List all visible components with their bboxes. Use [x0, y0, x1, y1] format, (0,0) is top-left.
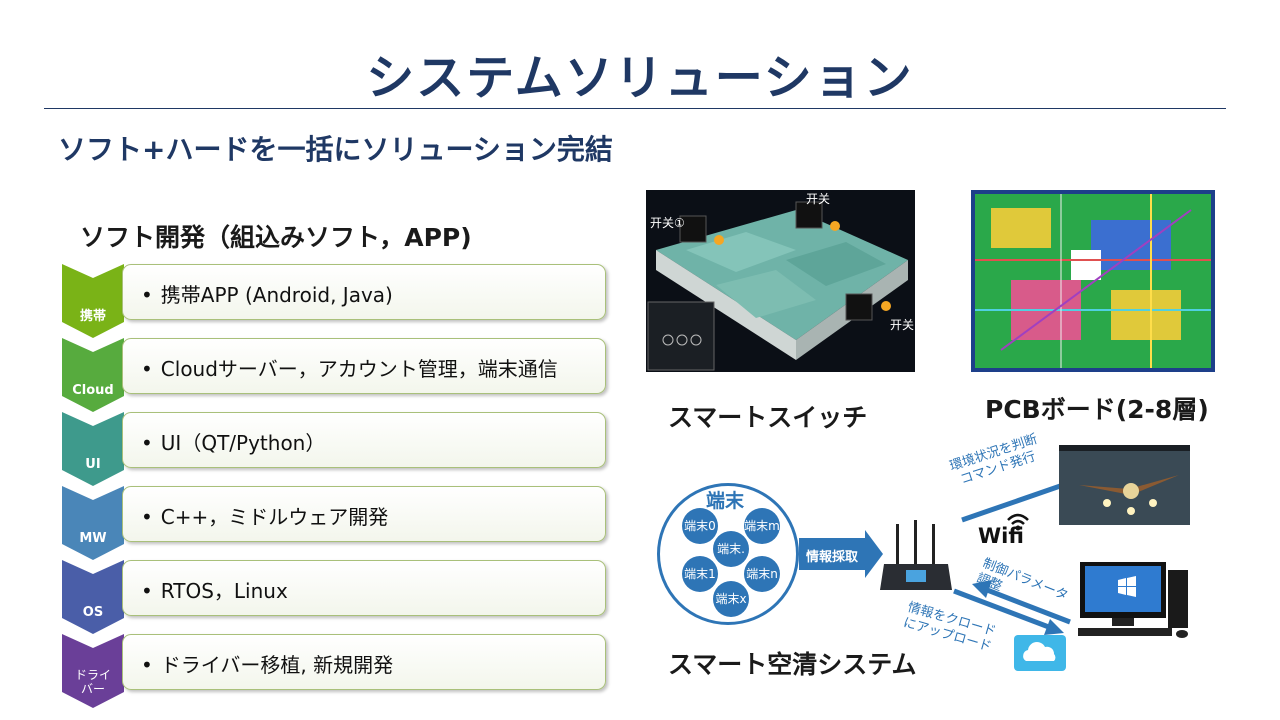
- row-tag-label: UI: [85, 457, 101, 472]
- bullet-icon: •: [141, 653, 153, 677]
- bullet-icon: •: [141, 283, 153, 307]
- smart-switch-image: 开关① 开关 开关: [646, 190, 915, 372]
- smart-switch-caption: スマートスイッチ: [668, 403, 868, 432]
- row-text: UI（QT/Python）: [160, 431, 326, 455]
- switch-label: 开关: [806, 192, 831, 206]
- bullet-icon: •: [141, 357, 153, 381]
- collect-arrow-icon: [799, 530, 883, 578]
- page-subtitle: ソフト+ハードを一括にソリューション完結: [58, 133, 613, 166]
- wifi-icon: [1007, 513, 1029, 531]
- collect-arrow-label: 情報採取: [806, 550, 859, 565]
- terminal-node: 端末m: [744, 508, 780, 544]
- terminal-title: 端末: [706, 490, 745, 512]
- bullet-icon: •: [141, 505, 153, 529]
- cloud-icon: [1014, 635, 1066, 671]
- row-text: C++，ミドルウェア開発: [160, 505, 389, 529]
- row-tag-label: MW: [79, 531, 107, 546]
- air-cleaner-caption: スマート空清システム: [668, 650, 917, 679]
- row-text: RTOS，Linux: [160, 579, 288, 603]
- switch-label: 开关①: [650, 216, 685, 230]
- row-tag-label: 携帯: [79, 309, 106, 324]
- row-box-ui: • UI（QT/Python）: [122, 412, 606, 468]
- house-floorplan-illustration: [647, 201, 908, 371]
- row-tag-mw: MW: [62, 486, 124, 560]
- pcb-board-image: [971, 190, 1215, 372]
- terminal-node: 端末1: [682, 556, 718, 592]
- bullet-icon: •: [141, 579, 153, 603]
- title-divider: [44, 108, 1226, 109]
- cloud-upload-arrow-icon: [953, 588, 1064, 635]
- bullet-icon: •: [141, 431, 153, 455]
- wifi-link-line: [961, 481, 1067, 523]
- terminal-node: 端末x: [713, 581, 749, 617]
- terminal-node: 端末.: [713, 531, 749, 567]
- row-box-mw: • C++，ミドルウェア開発: [122, 486, 606, 542]
- terminal-node: 端末0: [682, 508, 718, 544]
- row-tag-cloud: Cloud: [62, 338, 124, 412]
- row-text: ドライバー移植, 新規開発: [160, 653, 394, 677]
- terminal-circle: [657, 483, 799, 625]
- row-text: Cloudサーバー，アカウント管理，端末通信: [160, 357, 558, 381]
- row-box-driver: • ドライバー移植, 新規開発: [122, 634, 606, 690]
- row-box-cloud: • Cloudサーバー，アカウント管理，端末通信: [122, 338, 606, 394]
- router-icon: [880, 520, 952, 590]
- param-arrow-icon: [972, 580, 1071, 625]
- pcb-caption: PCBボード(2-8層): [985, 395, 1209, 424]
- ceiling-fan-image: [1059, 445, 1190, 525]
- row-tag-label: Cloud: [72, 383, 114, 398]
- software-heading: ソフト開発（組込みソフト，APP): [80, 223, 472, 252]
- wifi-label: Wifi: [978, 524, 1024, 548]
- switch-label: 开关: [890, 318, 915, 332]
- desktop-pc-icon: [1078, 562, 1188, 638]
- row-tag-label: ドライバー: [74, 668, 111, 696]
- row-tag-mobile: 携帯: [62, 264, 124, 338]
- row-tag-label: OS: [82, 605, 104, 620]
- row-text: 携帯APP (Android, Java): [160, 283, 393, 307]
- row-box-os: • RTOS，Linux: [122, 560, 606, 616]
- row-tag-ui: UI: [62, 412, 124, 486]
- row-box-mobile: • 携帯APP (Android, Java): [122, 264, 606, 320]
- pcb-circuit-illustration: [975, 194, 1211, 368]
- terminal-node: 端末n: [744, 556, 780, 592]
- page-title: システムソリューション: [366, 50, 914, 106]
- row-tag-driver: ドライバー: [62, 634, 124, 708]
- row-tag-os: OS: [62, 560, 124, 634]
